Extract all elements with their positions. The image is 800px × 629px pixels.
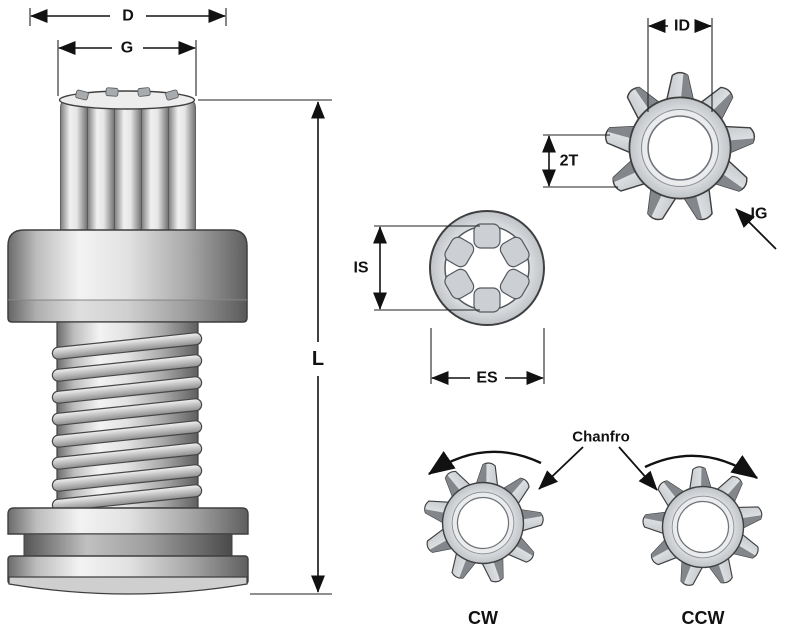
housing-lower-shade bbox=[8, 300, 247, 322]
label-gear-width: G bbox=[121, 40, 133, 57]
dimension-G: G bbox=[57, 40, 197, 96]
spline-tooth-top bbox=[137, 87, 151, 97]
label-gear-diagonal: IG bbox=[751, 206, 768, 223]
starter-drive-side-view bbox=[7, 87, 249, 595]
dimension-L: L bbox=[198, 99, 332, 595]
spline-tooth-top bbox=[165, 89, 179, 101]
label-external-spline: ES bbox=[476, 370, 498, 387]
cw-rotation-arrow bbox=[427, 450, 542, 475]
cw-gear-view: CW bbox=[416, 450, 550, 628]
spline-ridge bbox=[114, 99, 142, 232]
collar-bottom-face bbox=[8, 576, 248, 595]
gear-face-view bbox=[604, 73, 757, 224]
spline-tooth-top bbox=[75, 89, 89, 101]
spline-tooth-top bbox=[105, 87, 119, 97]
pinion-gear-face bbox=[604, 73, 757, 224]
ccw-rotation-arrow bbox=[644, 454, 759, 479]
chamfer-arrow-left bbox=[538, 446, 584, 490]
dimension-IS: IS bbox=[353, 225, 480, 311]
dimension-ID: ID bbox=[647, 18, 713, 112]
dimension-D: D bbox=[29, 8, 227, 26]
ccw-gear-view: CCW bbox=[638, 454, 769, 628]
label-counter-clockwise: CCW bbox=[682, 608, 725, 628]
dimension-2T: 2T bbox=[541, 134, 618, 188]
chamfer-arrow-right bbox=[618, 446, 658, 491]
base-collar bbox=[7, 507, 249, 595]
ccw-gear-face bbox=[638, 463, 769, 592]
dimension-ES: ES bbox=[430, 328, 545, 387]
pinion-top-face bbox=[58, 90, 196, 110]
label-chamfer: Chanfro bbox=[572, 429, 630, 446]
clutch-housing bbox=[7, 229, 248, 323]
spline-ridge bbox=[87, 99, 115, 232]
spline-ridge bbox=[141, 99, 169, 232]
collar-upper-flange bbox=[7, 507, 249, 535]
label-internal-spline: IS bbox=[353, 260, 368, 277]
spline-end-view bbox=[429, 210, 545, 326]
dimension-IG: IG bbox=[735, 206, 777, 250]
chamfer-callout: Chanfro bbox=[538, 429, 658, 491]
label-total-length: L bbox=[312, 348, 324, 370]
label-inner-diameter: ID bbox=[674, 18, 690, 35]
spline-ridge bbox=[60, 99, 88, 232]
label-outer-diameter: D bbox=[122, 8, 134, 25]
label-two-teeth: 2T bbox=[560, 153, 579, 170]
label-clockwise: CW bbox=[468, 608, 498, 628]
housing-body bbox=[7, 229, 248, 323]
collar-groove bbox=[23, 533, 233, 557]
cw-gear-face bbox=[416, 457, 550, 590]
pinion-spline-section bbox=[58, 87, 196, 232]
spline-ridge bbox=[168, 99, 196, 232]
